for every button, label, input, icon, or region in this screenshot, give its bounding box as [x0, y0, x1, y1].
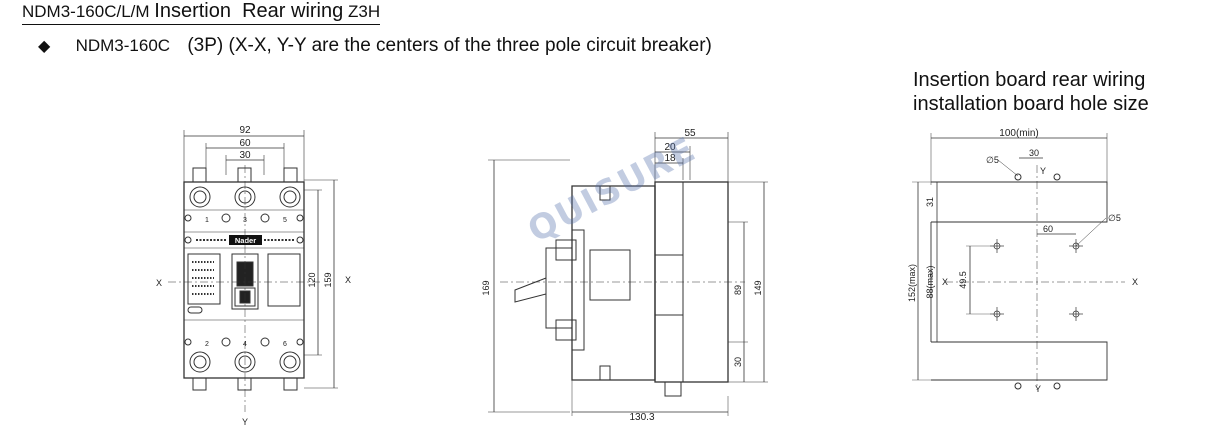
axis-x-left: X — [942, 277, 948, 287]
page-title: NDM3-160C/L/M Insertion Rear wiring Z3H — [22, 0, 381, 25]
axis-x-left: X — [156, 278, 162, 288]
dim-130-3: 130.3 — [629, 412, 654, 423]
dim-55: 55 — [684, 128, 696, 139]
dim-30-side: 30 — [733, 357, 743, 367]
pole-6: 6 — [283, 341, 287, 348]
title-code: Z3H — [347, 2, 381, 21]
brand-logo: Nader — [235, 236, 256, 245]
dim-100min: 100(min) — [999, 128, 1038, 139]
pole-2: 2 — [205, 341, 209, 348]
dim-159: 159 — [323, 272, 333, 287]
dim-60-panel: 60 — [1043, 224, 1053, 234]
dim-18: 18 — [664, 153, 676, 164]
side-view: 55 20 18 169 149 89 30 — [481, 128, 768, 423]
dim-92: 92 — [239, 125, 251, 136]
dim-149: 149 — [753, 280, 763, 295]
dim-120: 120 — [307, 272, 317, 287]
dim-d5-right: ∅5 — [1108, 213, 1121, 223]
dim-30: 30 — [239, 150, 251, 161]
panel-heading: Insertion board rear wiring installation… — [913, 68, 1149, 116]
dim-152max: 152(max) — [907, 264, 917, 302]
subheading-description: (3P) (X-X, Y-Y are the centers of the th… — [187, 35, 712, 56]
axis-y: Y — [242, 417, 248, 427]
dim-49-5: 49.5 — [958, 271, 968, 289]
diamond-bullet-icon: ◆ — [38, 38, 51, 55]
dim-20: 20 — [664, 142, 676, 153]
dim-89: 89 — [733, 285, 743, 295]
model-series: NDM3-160C/L/M — [22, 2, 150, 21]
dim-169: 169 — [481, 280, 491, 295]
title-main: Insertion Rear wiring — [154, 0, 344, 22]
dim-60: 60 — [239, 138, 251, 149]
axis-x-right: X — [1132, 277, 1138, 287]
subheading: ◆ NDM3-160C (3P) (X-X, Y-Y are the cente… — [38, 35, 712, 57]
axis-y-top: Y — [1040, 166, 1046, 176]
subheading-model: NDM3-160C — [75, 36, 171, 55]
pole-1: 1 — [205, 217, 209, 224]
axis-y-bottom: Y — [1035, 384, 1041, 394]
dim-30-panel: 30 — [1029, 148, 1039, 158]
front-view: 92 60 30 1 3 5 Nader — [156, 125, 351, 427]
dim-88max: 88(max) — [925, 265, 935, 298]
axis-x-right: X — [345, 275, 351, 285]
pole-5: 5 — [283, 217, 287, 224]
panel-heading-line1: Insertion board rear wiring — [913, 69, 1146, 91]
panel-heading-line2: installation board hole size — [913, 93, 1149, 115]
dim-d5-top: ∅5 — [986, 155, 999, 165]
dim-31: 31 — [925, 197, 935, 207]
panel-view: 100(min) 30 ∅5 Y 152(max) 31 88(max) 60 … — [907, 128, 1138, 394]
